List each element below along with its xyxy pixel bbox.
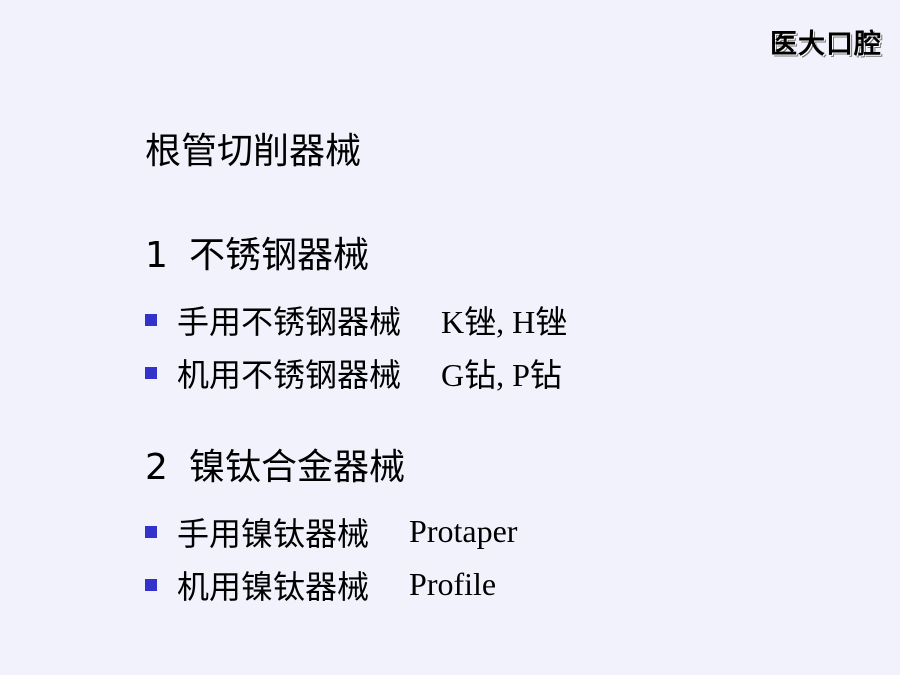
item-label: 手用镍钛器械 (177, 514, 370, 553)
list-item: 手用镍钛器械 Protaper (145, 505, 517, 558)
section-1-list: 手用不锈钢器械 K锉, H锉 机用不锈钢器械 G钻, P钻 (145, 293, 567, 399)
item-label: 机用镍钛器械 (177, 567, 370, 606)
bullet-square-icon (145, 313, 157, 326)
section-1-heading: 1 不锈钢器械 (145, 234, 369, 278)
logo-text: 医大口腔 (770, 29, 882, 60)
item-value: Profile (409, 566, 497, 602)
bullet-square-icon (145, 578, 157, 591)
section-2-heading: 2 镍钛合金器械 (145, 446, 405, 490)
item-label: 手用不锈钢器械 (177, 302, 402, 341)
section-2-number: 2 (145, 447, 168, 488)
section-2-list: 手用镍钛器械 Protaper 机用镍钛器械 Profile (145, 505, 517, 611)
list-item: 机用不锈钢器械 G钻, P钻 (145, 346, 567, 399)
item-value: Protaper (409, 513, 518, 549)
bullet-square-icon (145, 525, 157, 538)
section-1-title: 不锈钢器械 (189, 235, 370, 276)
section-1-number: 1 (145, 235, 168, 276)
item-value: G钻, P钻 (441, 356, 562, 393)
bullet-square-icon (145, 366, 157, 379)
item-value: K锉, H锉 (441, 303, 568, 340)
section-2-title: 镍钛合金器械 (189, 447, 406, 488)
slide-title: 根管切削器械 (145, 131, 362, 172)
list-item: 机用镍钛器械 Profile (145, 558, 517, 611)
item-label: 机用不锈钢器械 (177, 355, 402, 394)
list-item: 手用不锈钢器械 K锉, H锉 (145, 293, 567, 346)
